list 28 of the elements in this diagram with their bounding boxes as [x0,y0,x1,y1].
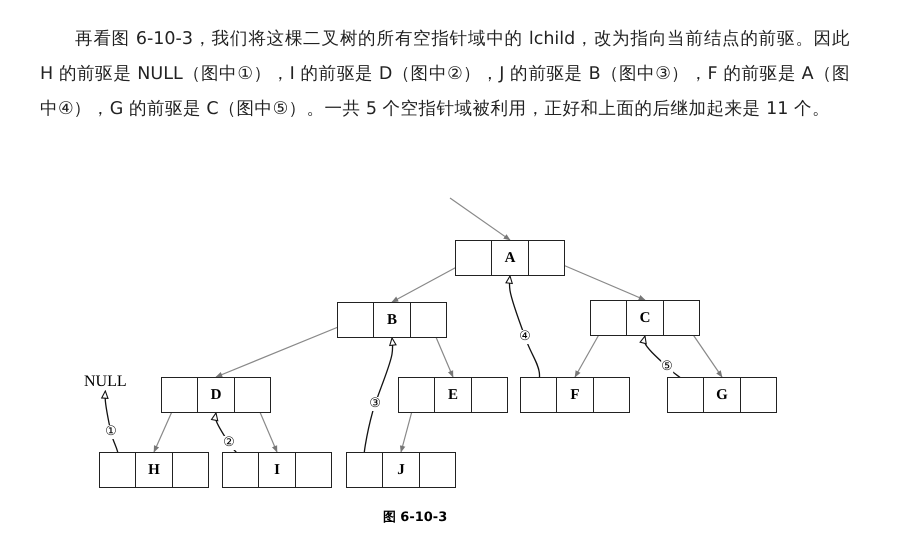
figure-caption: 图 6-10-3 [382,509,448,526]
tree-node [222,452,332,488]
node-letter: A [504,250,516,266]
node-letter: F [570,386,580,404]
null-label: NULL [84,373,127,391]
tree-node [667,377,777,413]
node-letter: J [397,462,405,478]
edge-label: ⑤ [661,360,673,374]
node-letter: E [448,386,458,404]
edge-label: ① [105,424,117,439]
node-letter: H [148,462,160,478]
edge-label: ④ [519,330,531,344]
node-letter: G [716,386,728,404]
tree-node [346,452,456,488]
tree-node [337,302,447,338]
edge-label: ③ [369,397,381,412]
tree-node [520,377,630,413]
tree-node [398,377,508,413]
node-letter: B [386,312,397,328]
node-letter: I [274,462,280,478]
tree-node [590,300,700,336]
paragraph: 再看图 6-10-3，我们将这棵二叉树的所有空指针域中的 lchild，改为指向当前结点的前驱。因此 H 的前驱是 NULL（图中①），I 的前驱是 D（图中②），J 的前驱是 B（图中③），F 的前驱是 A（图中④），G 的前驱是 C（图中⑤）。一共 5 个空指针域被利用，正好和上面的后继加起来是 11 个。 [40,28,850,121]
edge-label: ② [223,436,235,450]
node-letter: C [640,310,650,326]
node-letter: D [210,386,222,404]
tree-node [161,377,271,413]
tree-node [99,452,209,488]
tree-node [455,240,565,276]
